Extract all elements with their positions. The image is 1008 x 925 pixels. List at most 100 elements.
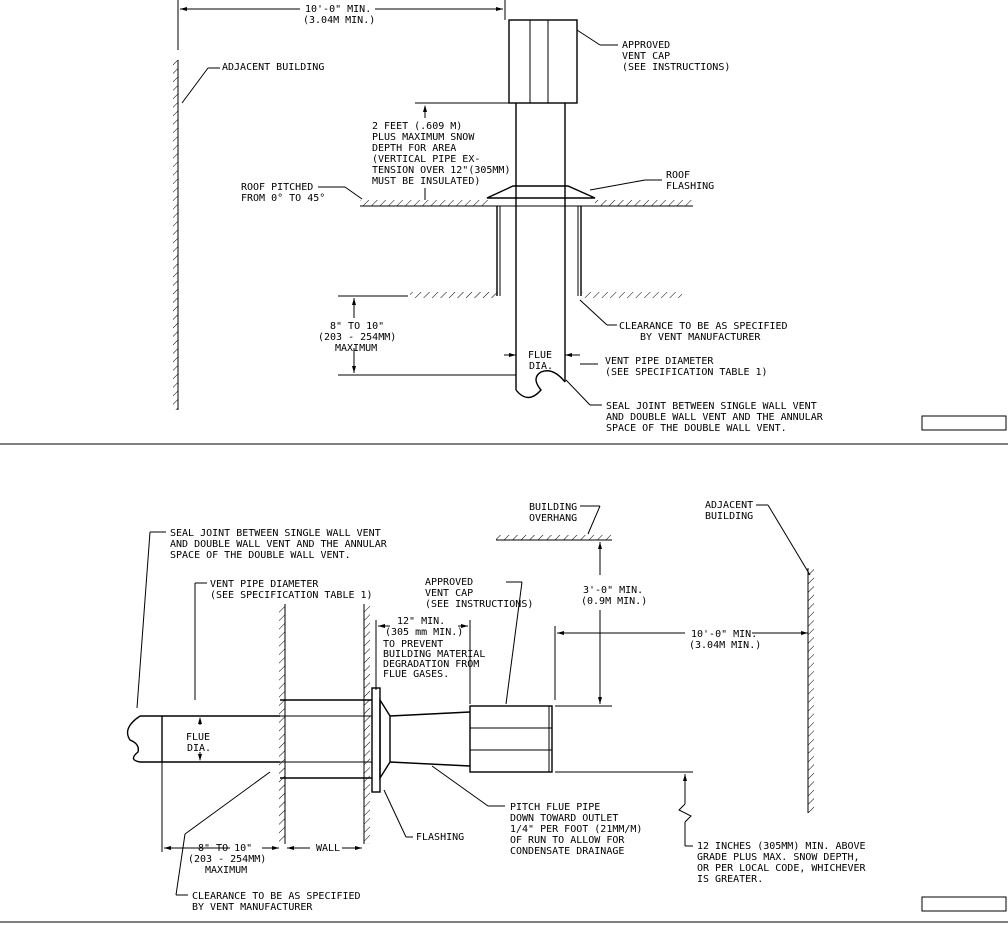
- wall-label: WALL: [316, 843, 340, 854]
- building-overhang-line2: OVERHANG: [529, 513, 577, 524]
- pitch-line1: PITCH FLUE PIPE: [510, 802, 600, 813]
- wall-inner: [279, 604, 285, 844]
- twelve-min-line2: (305 mm MIN.): [385, 627, 463, 638]
- building-overhang: [496, 535, 612, 540]
- leader-adjacent: [181, 67, 209, 104]
- two-feet-line5: TENSION OVER 12"(305MM): [372, 165, 510, 176]
- three-ft-line1: 3'-0" MIN.: [583, 585, 643, 596]
- adjacent-building-wall: [173, 60, 178, 410]
- two-feet-line6: MUST BE INSULATED): [372, 176, 480, 187]
- leader-roof-pitched: [344, 186, 363, 200]
- leader-seal-joint: [565, 379, 591, 406]
- twelve-min-line1: 12" MIN.: [397, 616, 445, 627]
- prevent-line4: FLUE GASES.: [383, 669, 449, 680]
- adjacent-building-wall-b: [808, 568, 814, 813]
- vent-cap: [508, 19, 578, 104]
- wall-outer: [364, 604, 370, 844]
- flue-dia-line2: DIA.: [529, 361, 553, 372]
- leader-pitch: [431, 765, 489, 807]
- vertical-vent-view: 10'-0" MIN. (3.04M MIN.) ADJACENT BUILDI…: [173, 0, 1007, 434]
- dim-10ft-line2: (3.04M MIN.): [303, 15, 375, 26]
- figure-tag-box-top: [921, 415, 1007, 431]
- leader-adjacent-b: [767, 504, 811, 576]
- adjacent-building-label: ADJACENT BUILDING: [222, 62, 324, 73]
- vent-cap-b: [469, 705, 553, 773]
- seal-joint-line3: SPACE OF THE DOUBLE WALL VENT.: [606, 423, 787, 434]
- leader-flashing: [383, 789, 407, 838]
- pitch-line3: 1/4" PER FOOT (21MM/M): [510, 824, 642, 835]
- adjacent-b-line1: ADJACENT: [705, 500, 753, 511]
- clearance-b-line1: CLEARANCE TO BE AS SPECIFIED: [192, 891, 361, 902]
- pipe-break-b: [126, 715, 141, 763]
- pitch-line2: DOWN TOWARD OUTLET: [510, 813, 618, 824]
- figure-tag-box-bottom: [921, 896, 1007, 912]
- roof-pitched-line1: ROOF PITCHED: [241, 182, 313, 193]
- leader-seal-joint-b: [136, 531, 151, 709]
- vent-cap-b-line1: APPROVED: [425, 577, 473, 588]
- approved-vent-cap-line3: (SEE INSTRUCTIONS): [622, 62, 730, 73]
- arrow-right: [496, 7, 503, 11]
- seal-joint-b-line2: AND DOUBLE WALL VENT AND THE ANNULAR: [170, 539, 388, 550]
- arrow-left: [180, 7, 187, 11]
- eight-ten-b-line2: (203 - 254MM): [188, 854, 266, 865]
- clearance-line1: CLEARANCE TO BE AS SPECIFIED: [619, 321, 788, 332]
- pitch-line5: CONDENSATE DRAINAGE: [510, 846, 624, 857]
- roof-left: [360, 200, 490, 206]
- flue-dia-line1: FLUE: [528, 350, 552, 361]
- seal-joint-b-line1: SEAL JOINT BETWEEN SINGLE WALL VENT: [170, 528, 381, 539]
- eight-ten-b-line1: 8" TO 10": [198, 843, 252, 854]
- approved-vent-cap-line2: VENT CAP: [622, 51, 670, 62]
- twelve-in-line2: GRADE PLUS MAX. SNOW DEPTH,: [697, 852, 860, 863]
- pitch-line4: OF RUN TO ALLOW FOR: [510, 835, 625, 846]
- roof-flashing: [486, 185, 596, 199]
- leader-vent-cap-b: [505, 581, 523, 705]
- eight-ten-b-line3: MAXIMUM: [205, 865, 247, 876]
- seal-joint-b-line3: SPACE OF THE DOUBLE WALL VENT.: [170, 550, 351, 561]
- twelve-in-line1: 12 INCHES (305MM) MIN. ABOVE: [697, 841, 866, 852]
- ten-ft-line2: (3.04M MIN.): [689, 640, 761, 651]
- leader-clearance: [579, 299, 608, 326]
- flue-dia-b-line1: FLUE: [186, 732, 210, 743]
- three-ft-line2: (0.9M MIN.): [581, 596, 647, 607]
- twelve-in-line3: OR PER LOCAL CODE, WHICHEVER: [697, 863, 867, 874]
- flashing-label: FLASHING: [416, 832, 464, 843]
- seal-joint-line1: SEAL JOINT BETWEEN SINGLE WALL VENT: [606, 401, 817, 412]
- vent-pipe-dia-b-line1: VENT PIPE DIAMETER: [210, 579, 319, 590]
- building-overhang-line1: BUILDING: [529, 502, 577, 513]
- vent-pipe-dia-line1: VENT PIPE DIAMETER: [605, 356, 714, 367]
- seal-joint-line2: AND DOUBLE WALL VENT AND THE ANNULAR: [606, 412, 824, 423]
- leader-vent-cap: [576, 29, 601, 46]
- vent-cap-b-line2: VENT CAP: [425, 588, 473, 599]
- leader-clearance-b: [184, 771, 271, 835]
- ceiling-right: [582, 292, 682, 298]
- leader-roof-flashing: [589, 179, 646, 191]
- twelve-in-line4: IS GREATER.: [697, 874, 763, 885]
- leader-overhang: [587, 505, 601, 535]
- horizontal-vent-view: SEAL JOINT BETWEEN SINGLE WALL VENT AND …: [0, 500, 1008, 923]
- prevent-line3: DEGRADATION FROM: [383, 659, 479, 670]
- eight-ten-line3: MAXIMUM: [335, 343, 377, 354]
- two-feet-line3: DEPTH FOR AREA: [372, 143, 456, 154]
- two-feet-line2: PLUS MAXIMUM SNOW: [372, 132, 475, 143]
- prevent-line1: TO PREVENT: [383, 639, 443, 650]
- exterior-pipe-bottom: [389, 761, 471, 767]
- vent-cap-b-line3: (SEE INSTRUCTIONS): [425, 599, 533, 610]
- adjacent-b-line2: BUILDING: [705, 511, 753, 522]
- clearance-b-line2: BY VENT MANUFACTURER: [192, 902, 313, 913]
- approved-vent-cap-line1: APPROVED: [622, 40, 670, 51]
- eight-ten-line1: 8" TO 10": [330, 321, 384, 332]
- two-feet-line1: 2 FEET (.609 M): [372, 121, 462, 132]
- flue-dia-b-line2: DIA.: [187, 743, 211, 754]
- vent-pipe-dia-b-line2: (SEE SPECIFICATION TABLE 1): [210, 590, 373, 601]
- prevent-line2: BUILDING MATERIAL: [383, 649, 485, 660]
- eight-ten-line2: (203 - 254MM): [318, 332, 396, 343]
- roof-flashing-line1: ROOF: [666, 170, 690, 181]
- roof-pitched-line2: FROM 0° TO 45°: [241, 193, 325, 204]
- clearance-line2: BY VENT MANUFACTURER: [640, 332, 761, 343]
- roof-flashing-line2: FLASHING: [666, 181, 714, 192]
- wall-flashing-plate: [371, 687, 381, 793]
- two-feet-line4: (VERTICAL PIPE EX-: [372, 154, 480, 165]
- break-symbol: [678, 803, 692, 823]
